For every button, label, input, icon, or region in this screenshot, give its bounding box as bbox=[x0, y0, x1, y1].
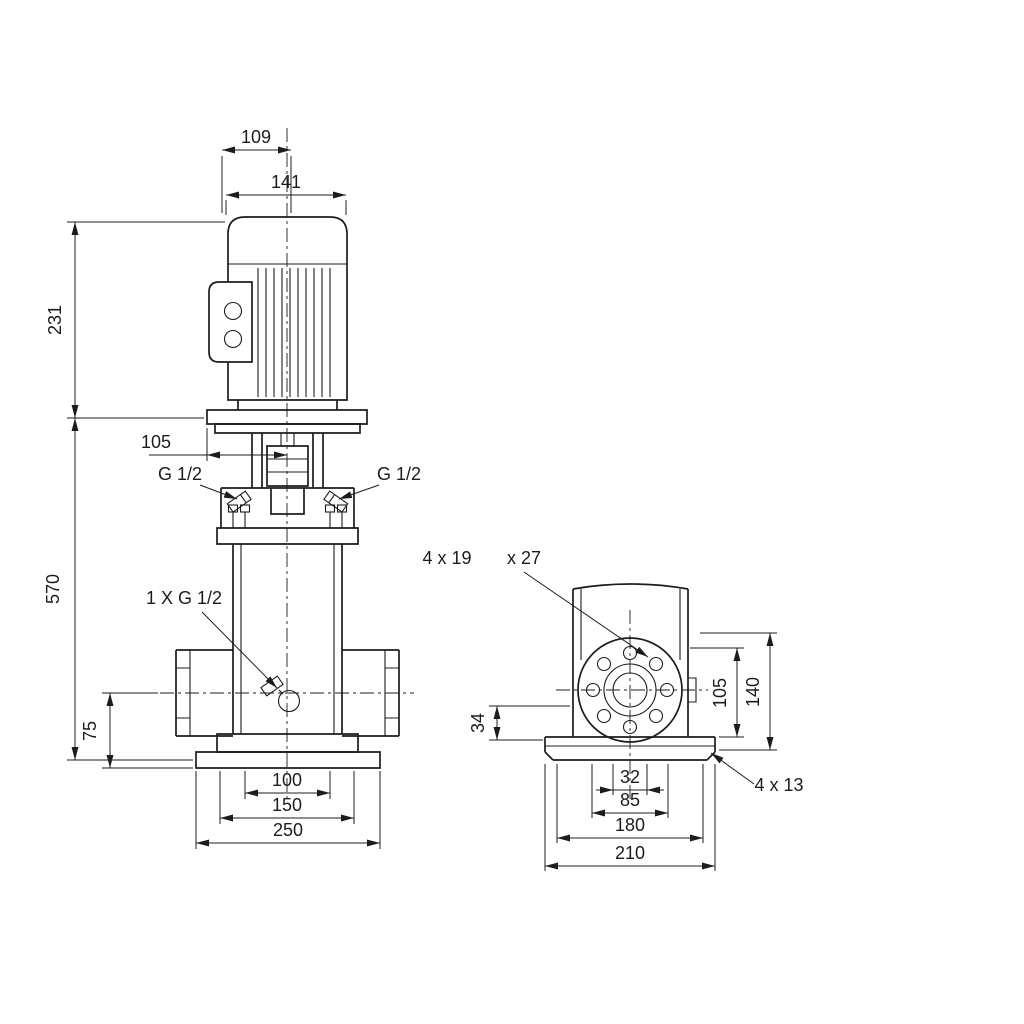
dim-34-label: 34 bbox=[468, 713, 488, 733]
discharge-flange bbox=[342, 649, 400, 737]
drain-port bbox=[260, 675, 301, 713]
flange-bolt-holes bbox=[585, 645, 675, 735]
dim-85-label: 85 bbox=[620, 790, 640, 810]
dim-105-side-label: 105 bbox=[710, 678, 730, 708]
cable-entry-hole bbox=[223, 301, 243, 321]
dim-210-label: 210 bbox=[615, 843, 645, 863]
dim-100-label: 100 bbox=[272, 770, 302, 790]
port-label-right: G 1/2 bbox=[377, 464, 421, 484]
dim-105-label: 105 bbox=[141, 432, 171, 452]
pump-head bbox=[216, 487, 359, 545]
flange-face bbox=[577, 637, 683, 743]
head-studs bbox=[227, 504, 348, 528]
dim-180-label: 180 bbox=[615, 815, 645, 835]
dim-150-label: 150 bbox=[272, 795, 302, 815]
bolt-hole-note: 4 x 19 bbox=[422, 548, 471, 568]
side-dimensions: 4 x 19 x 27 34 105 140 32 85 bbox=[422, 548, 804, 871]
dim-109-label: 109 bbox=[241, 127, 271, 147]
dim-570-label: 570 bbox=[43, 574, 63, 604]
suction-flange bbox=[175, 649, 233, 737]
front-view: 109 141 231 570 105 G 1/2 G 1/2 bbox=[43, 127, 421, 849]
motor bbox=[227, 216, 348, 401]
dim-231-label: 231 bbox=[45, 305, 65, 335]
pump-base bbox=[195, 733, 381, 769]
gauge-port-plug-left bbox=[226, 490, 252, 513]
dim-32-label: 32 bbox=[620, 767, 640, 787]
base-plate-side bbox=[544, 736, 716, 761]
dim-141-label: 141 bbox=[271, 172, 301, 192]
terminal-box bbox=[208, 281, 253, 363]
cable-entry-hole bbox=[223, 329, 243, 349]
front-dimensions: 109 141 231 570 105 G 1/2 G 1/2 bbox=[43, 127, 421, 849]
base-hole-note: 4 x 13 bbox=[754, 775, 803, 795]
dim-250-label: 250 bbox=[273, 820, 303, 840]
dim-140-label: 140 bbox=[743, 677, 763, 707]
motor-stool-coupling bbox=[206, 400, 368, 488]
side-view: 4 x 19 x 27 34 105 140 32 85 bbox=[422, 548, 804, 871]
pump-cylinder bbox=[232, 544, 343, 734]
front-centerlines bbox=[160, 128, 414, 800]
dim-75-label: 75 bbox=[80, 721, 100, 741]
pump-body-side bbox=[572, 583, 697, 737]
drain-label: 1 X G 1/2 bbox=[146, 588, 222, 608]
port-label-left: G 1/2 bbox=[158, 464, 202, 484]
bolt-depth-note: x 27 bbox=[507, 548, 541, 568]
gauge-port-plug-right bbox=[323, 490, 349, 513]
